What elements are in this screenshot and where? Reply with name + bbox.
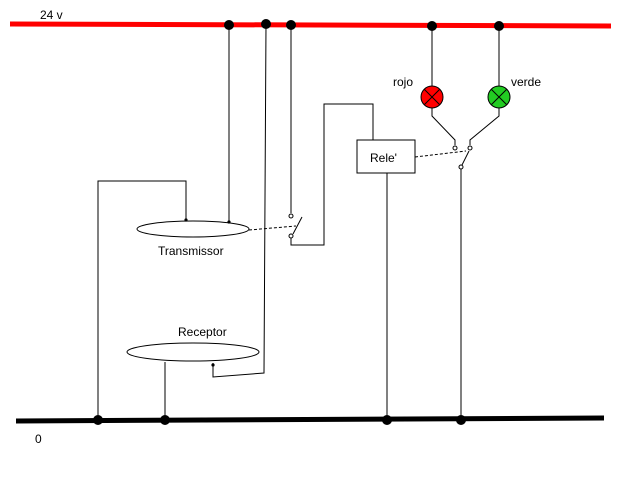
wire-transmitter-left (97, 180, 187, 420)
terminal-transmitter-supply (227, 220, 231, 224)
changeover-common (458, 164, 464, 170)
lamp-green-cross-2 (491, 89, 507, 105)
lamp-red-label: rojo (393, 75, 413, 89)
lamp-red-cross-2 (424, 89, 440, 105)
relay-link-dashed (414, 150, 467, 158)
relay-coil (356, 139, 416, 174)
relay-label: Rele' (370, 151, 397, 165)
terminal-receiver (211, 363, 215, 367)
receiver (126, 342, 260, 362)
changeover-contact-red (452, 145, 458, 151)
top-rail-label: 24 v (40, 8, 63, 22)
wire-lamp-green-to-switch (469, 108, 500, 145)
wire-switch-to-relay (290, 103, 374, 246)
changeover-blade (461, 150, 470, 166)
top-rail (9, 21, 612, 29)
switch-contact-top (288, 213, 294, 219)
switch-blade (292, 216, 303, 235)
transmitter (136, 220, 250, 238)
receiver-label: Receptor (178, 325, 227, 339)
lamp-green-label: verde (511, 75, 541, 89)
transmitter-label: Transmissor (158, 244, 224, 258)
wire-receiver-supply (212, 23, 267, 378)
switch-contact-bottom (288, 233, 294, 239)
switch-link-dashed (248, 225, 297, 231)
wire-lamp-red-to-switch (431, 108, 456, 145)
terminal-transmitter-left (184, 218, 188, 222)
bottom-rail-label: 0 (35, 432, 42, 446)
bottom-rail (15, 415, 605, 424)
changeover-contact-green (467, 145, 473, 151)
